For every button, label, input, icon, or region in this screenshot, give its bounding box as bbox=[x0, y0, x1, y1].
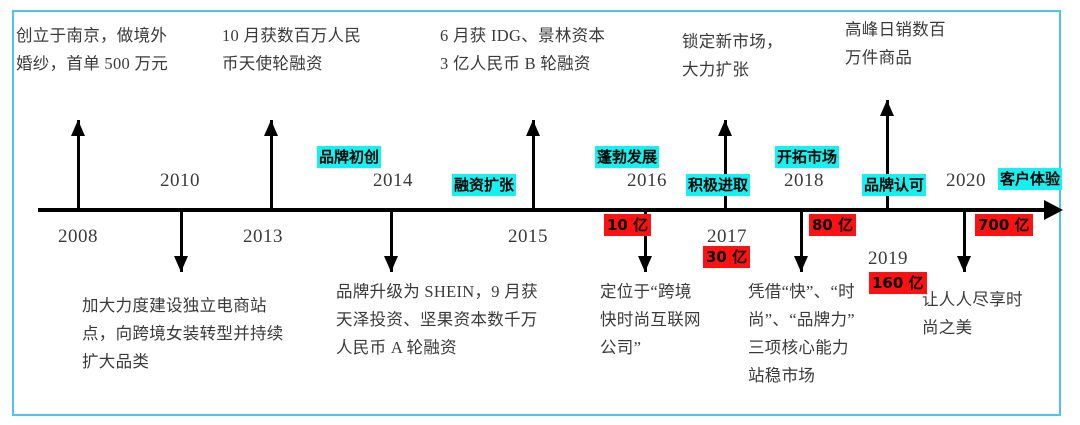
year-label-2010: 2010 bbox=[160, 170, 200, 191]
event-note-2013: 加大力度建设独立电商站 点，向跨境女装转型并持续 扩大品类 bbox=[82, 296, 284, 371]
revenue-badge-2020: 700 亿 bbox=[975, 214, 1033, 236]
event-note-2008: 创立于南京，做境外 婚纱，首单 500 万元 bbox=[16, 26, 169, 73]
stage-tag-customer-experience: 客户体验 bbox=[998, 168, 1063, 190]
event-note-2020: 让人人尽享时 尚之美 bbox=[922, 290, 1023, 337]
year-label-2017: 2017 bbox=[707, 226, 747, 247]
stage-tag-financing-expansion: 融资扩张 bbox=[452, 174, 517, 196]
revenue-badge-2018: 80 亿 bbox=[809, 214, 857, 236]
timeline-axis bbox=[38, 208, 1050, 212]
year-label-2014: 2014 bbox=[373, 170, 413, 191]
year-label-2020: 2020 bbox=[946, 170, 986, 191]
stage-tag-active-enterprising: 积极进取 bbox=[686, 174, 751, 196]
revenue-badge-2019: 160 亿 bbox=[869, 272, 927, 294]
event-note-2014: 品牌升级为 SHEIN，9 月获 天泽投资、坚果资本数千万 人民币 A 轮融资 bbox=[336, 282, 538, 357]
year-label-2018: 2018 bbox=[784, 170, 824, 191]
event-note-2017: 锁定新市场， 大力扩张 bbox=[682, 32, 783, 79]
stage-tag-market-expansion: 开拓市场 bbox=[775, 146, 840, 168]
year-label-2019: 2019 bbox=[868, 248, 908, 269]
year-label-2013: 2013 bbox=[243, 226, 283, 247]
event-note-2019: 高峰日销数百 万件商品 bbox=[845, 20, 946, 67]
stage-tag-vigorous-growth: 蓬勃发展 bbox=[595, 146, 660, 168]
event-note-2010: 10 月获数百万人民 币天使轮融资 bbox=[222, 26, 362, 73]
stage-tag-brand-recognition: 品牌认可 bbox=[862, 174, 927, 196]
revenue-badge-2016: 10 亿 bbox=[604, 214, 652, 236]
year-label-2016: 2016 bbox=[627, 170, 667, 191]
timeline-axis-arrowhead-icon bbox=[1044, 200, 1063, 220]
revenue-badge-2017: 30 亿 bbox=[703, 246, 751, 268]
year-label-2015: 2015 bbox=[508, 226, 548, 247]
event-note-2015: 6 月获 IDG、景林资本 3 亿人民币 B 轮融资 bbox=[440, 26, 606, 73]
year-label-2008: 2008 bbox=[58, 226, 98, 247]
event-note-2016: 定位于“跨境 快时尚互联网 公司” bbox=[600, 282, 701, 357]
stage-tag-brand-startup: 品牌初创 bbox=[317, 146, 382, 168]
event-note-2018: 凭借“快”、“时 尚”、“品牌力” 三项核心能力 站稳市场 bbox=[748, 282, 855, 385]
